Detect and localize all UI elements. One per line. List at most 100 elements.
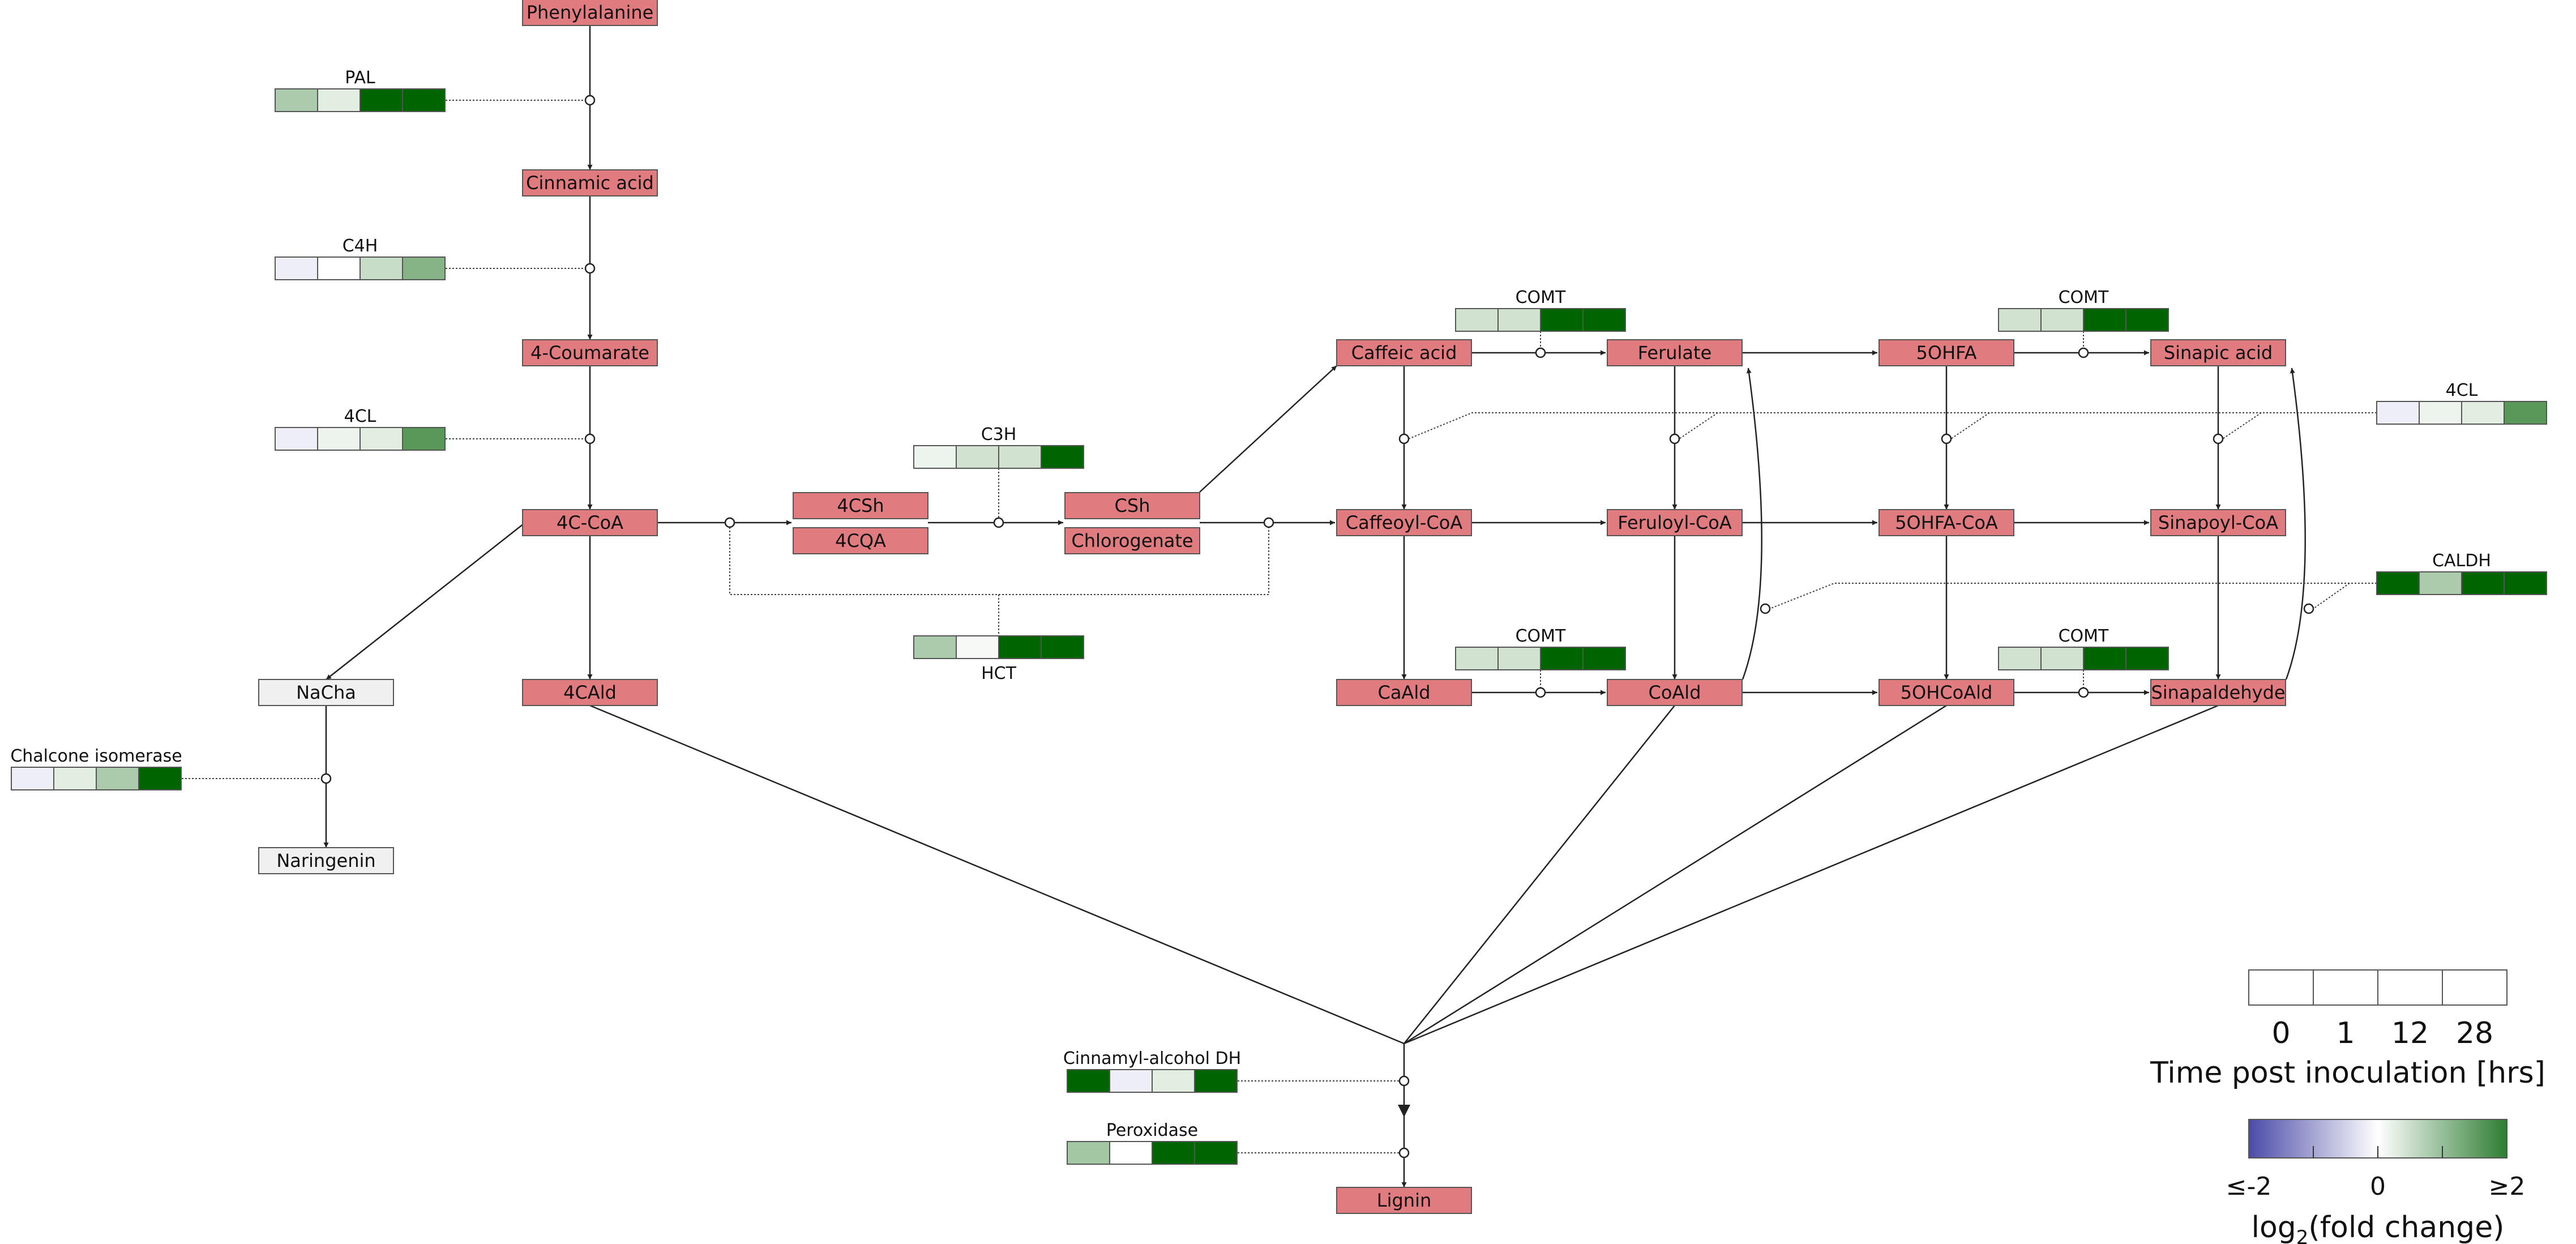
scale-mid-label: 0 xyxy=(2370,1172,2386,1201)
enzyme-cell-cl4a-3 xyxy=(402,427,446,451)
enzyme-link xyxy=(1950,412,1990,439)
reaction-edge xyxy=(1741,367,1762,680)
enzyme-cell-caldh-0 xyxy=(2376,571,2420,595)
enzyme-cell-hct-2 xyxy=(998,635,1042,659)
reaction-hub xyxy=(1398,1147,1410,1158)
enzyme-cell-peroxidase-2 xyxy=(1152,1141,1195,1165)
enzyme-cell-peroxidase-3 xyxy=(1194,1141,1238,1165)
metabolite-label: CaAld xyxy=(1377,682,1430,703)
enzyme-cell-comt1-0 xyxy=(1455,308,1499,332)
time-legend-cell xyxy=(2377,969,2443,1006)
metabolite-caffeoylcoa xyxy=(1336,509,1472,536)
reaction-hub xyxy=(584,95,596,106)
enzyme-cell-cl4b-1 xyxy=(2419,401,2462,425)
reaction-hub xyxy=(1398,433,1410,444)
enzyme-label-c3h: C3H xyxy=(981,425,1017,444)
enzyme-link xyxy=(1769,583,2394,609)
enzyme-cell-comt2-1 xyxy=(2040,308,2084,332)
enzyme-label-comt4: COMT xyxy=(2059,626,2109,646)
enzyme-label-caldh: CALDH xyxy=(2432,551,2491,571)
metabolite-label: 5OHFA xyxy=(1916,342,1977,364)
metabolite-label: 4CQA xyxy=(835,530,886,552)
enzyme-label-cl4a: 4CL xyxy=(344,407,376,426)
enzyme-cell-pal-2 xyxy=(360,88,403,112)
metabolite-coald xyxy=(1607,679,1743,706)
reaction-hub xyxy=(1398,1075,1410,1087)
metabolite-label: 4CAld xyxy=(563,682,617,703)
enzyme-cell-cl4a-2 xyxy=(360,427,403,451)
metabolite-chlorogenate xyxy=(1064,527,1200,554)
enzyme-label-cad: Cinnamyl-alcohol DH xyxy=(1063,1049,1241,1068)
enzyme-cell-cl4a-1 xyxy=(317,427,361,451)
enzyme-cell-pal-1 xyxy=(317,88,361,112)
enzyme-cell-cl4b-2 xyxy=(2461,401,2505,425)
enzyme-label-peroxidase: Peroxidase xyxy=(1106,1121,1198,1140)
reaction-edge xyxy=(1403,705,1675,1044)
reaction-hub xyxy=(1535,687,1546,698)
enzyme-cell-chalcone-3 xyxy=(138,767,182,790)
enzyme-cell-cad-2 xyxy=(1152,1069,1195,1093)
enzyme-cell-c4h-0 xyxy=(275,257,318,280)
metabolite-coumarate xyxy=(522,339,658,366)
metabolite-label: Sinapaldehyde xyxy=(2151,682,2285,703)
time-legend-tick: 1 xyxy=(2336,1016,2355,1050)
enzyme-label-comt1: COMT xyxy=(1516,288,1566,307)
metabolite-phenylalanine xyxy=(522,0,658,26)
enzyme-cell-comt2-0 xyxy=(1998,308,2042,332)
metabolite-c4coa xyxy=(522,509,658,536)
enzyme-link xyxy=(2222,412,2262,439)
enzyme-label-hct: HCT xyxy=(981,664,1017,683)
metabolite-label: Cinnamic acid xyxy=(526,172,654,194)
scale-title: log2(fold change) xyxy=(2252,1211,2505,1244)
enzyme-cell-c3h-3 xyxy=(1041,445,1084,469)
metabolite-label: Caffeoyl-CoA xyxy=(1346,512,1463,533)
enzyme-cell-c4h-2 xyxy=(360,257,403,280)
enzyme-cell-comt1-1 xyxy=(1497,308,1541,332)
metabolite-sinapaldehyde xyxy=(2150,679,2286,706)
reaction-edge xyxy=(589,704,1405,1045)
scale-max-label: ≥2 xyxy=(2489,1172,2526,1201)
reaction-hub xyxy=(2078,687,2089,698)
reaction-hub xyxy=(1941,433,1952,444)
enzyme-cell-comt1-3 xyxy=(1582,308,1626,332)
enzyme-cell-chalcone-0 xyxy=(11,767,54,790)
enzyme-cell-cl4b-3 xyxy=(2504,401,2547,425)
enzyme-cell-comt3-2 xyxy=(1540,647,1584,670)
enzyme-link xyxy=(1679,412,1718,439)
metabolite-label: 5OHFA-CoA xyxy=(1895,512,1998,533)
enzyme-cell-comt4-1 xyxy=(2040,647,2084,670)
metabolite-label: CSh xyxy=(1115,495,1150,516)
metabolite-label: NaCha xyxy=(296,682,356,703)
metabolite-caald xyxy=(1336,679,1472,706)
metabolite-cinnamic xyxy=(522,169,658,196)
metabolite-ohfa5 xyxy=(1878,339,2014,366)
enzyme-cell-cad-1 xyxy=(1109,1069,1153,1093)
metabolite-label: Naringenin xyxy=(276,850,375,871)
reaction-edge xyxy=(1199,365,1337,493)
reaction-edge xyxy=(1403,704,2219,1045)
metabolite-caffeic xyxy=(1336,339,1472,366)
metabolite-cqa4 xyxy=(793,527,928,554)
enzyme-cell-c3h-1 xyxy=(956,445,999,469)
enzyme-label-c4h: C4H xyxy=(343,236,378,256)
enzyme-cell-caldh-3 xyxy=(2504,571,2547,595)
enzyme-cell-cad-3 xyxy=(1194,1069,1238,1093)
enzyme-cell-hct-3 xyxy=(1041,635,1084,659)
enzyme-cell-pal-0 xyxy=(275,88,318,112)
enzyme-cell-caldh-1 xyxy=(2419,571,2462,595)
reaction-edge xyxy=(2285,367,2306,680)
reaction-hub xyxy=(1760,603,1771,614)
metabolite-label: Phenylalanine xyxy=(527,2,654,23)
scale-min-label: ≤-2 xyxy=(2226,1172,2272,1201)
metabolite-label: 4CSh xyxy=(837,495,884,516)
metabolite-ohcoald5 xyxy=(1878,679,2014,706)
metabolite-label: Lignin xyxy=(1377,1190,1431,1211)
reaction-hub xyxy=(2078,347,2089,358)
enzyme-cell-comt4-2 xyxy=(2083,647,2126,670)
reaction-hub xyxy=(584,263,596,274)
enzyme-label-chalcone: Chalcone isomerase xyxy=(10,746,182,766)
enzyme-cell-comt4-0 xyxy=(1998,647,2042,670)
